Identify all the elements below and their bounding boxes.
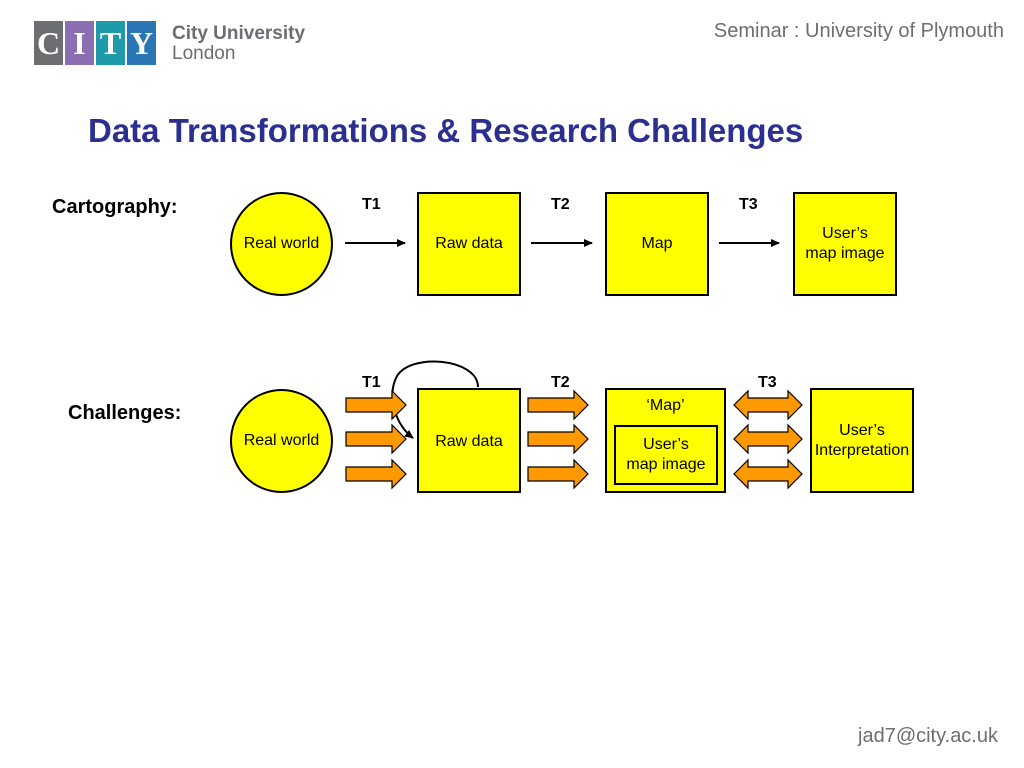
block-arrow: [345, 423, 407, 455]
logo-letter-i: I: [65, 21, 94, 65]
cartography-label: Cartography:: [52, 196, 178, 218]
logo-letter-y: Y: [127, 21, 156, 65]
challenge-user-interpretation-node: User’s Interpretation: [810, 388, 914, 493]
footer-email: jad7@city.ac.uk: [858, 725, 998, 747]
challenge-real-world-node: Real world: [230, 389, 333, 493]
logo-letter-t: T: [96, 21, 125, 65]
carto-t1-label: T1: [362, 196, 381, 213]
challenge-raw-data-node: Raw data: [417, 388, 521, 493]
challenge-arrows-t2: [527, 389, 589, 490]
challenges-label: Challenges:: [68, 402, 182, 424]
slide-title: Data Transformations & Research Challeng…: [88, 112, 804, 149]
double-block-arrow: [733, 423, 803, 455]
carto-raw-data-node: Raw data: [417, 192, 521, 296]
block-arrow: [527, 458, 589, 490]
challenge-arrows-t1: [345, 389, 407, 490]
carto-t3-label: T3: [739, 196, 758, 213]
seminar-label: Seminar : University of Plymouth: [713, 20, 1004, 42]
block-arrow: [345, 458, 407, 490]
logo-letter-c: C: [34, 21, 63, 65]
university-name: City University London: [172, 24, 305, 64]
challenge-arrows-t3: [733, 389, 803, 490]
university-name-line1: City University: [172, 23, 306, 44]
block-arrow: [345, 389, 407, 421]
city-logo: C I T Y: [34, 21, 158, 65]
carto-user-map-image-node: User’s map image: [793, 192, 897, 296]
block-arrow: [527, 423, 589, 455]
challenge-t1-label: T1: [362, 374, 381, 391]
carto-t2-label: T2: [551, 196, 570, 213]
block-arrow: [527, 389, 589, 421]
university-name-line2: London: [172, 43, 236, 64]
challenge-t2-label: T2: [551, 374, 570, 391]
challenge-map-label: ‘Map’: [646, 397, 685, 414]
challenge-user-map-image-box: User’s map image: [614, 425, 718, 485]
double-block-arrow: [733, 458, 803, 490]
double-block-arrow: [733, 389, 803, 421]
challenge-t3-label: T3: [758, 374, 777, 391]
carto-real-world-node: Real world: [230, 192, 333, 296]
carto-map-node: Map: [605, 192, 709, 296]
